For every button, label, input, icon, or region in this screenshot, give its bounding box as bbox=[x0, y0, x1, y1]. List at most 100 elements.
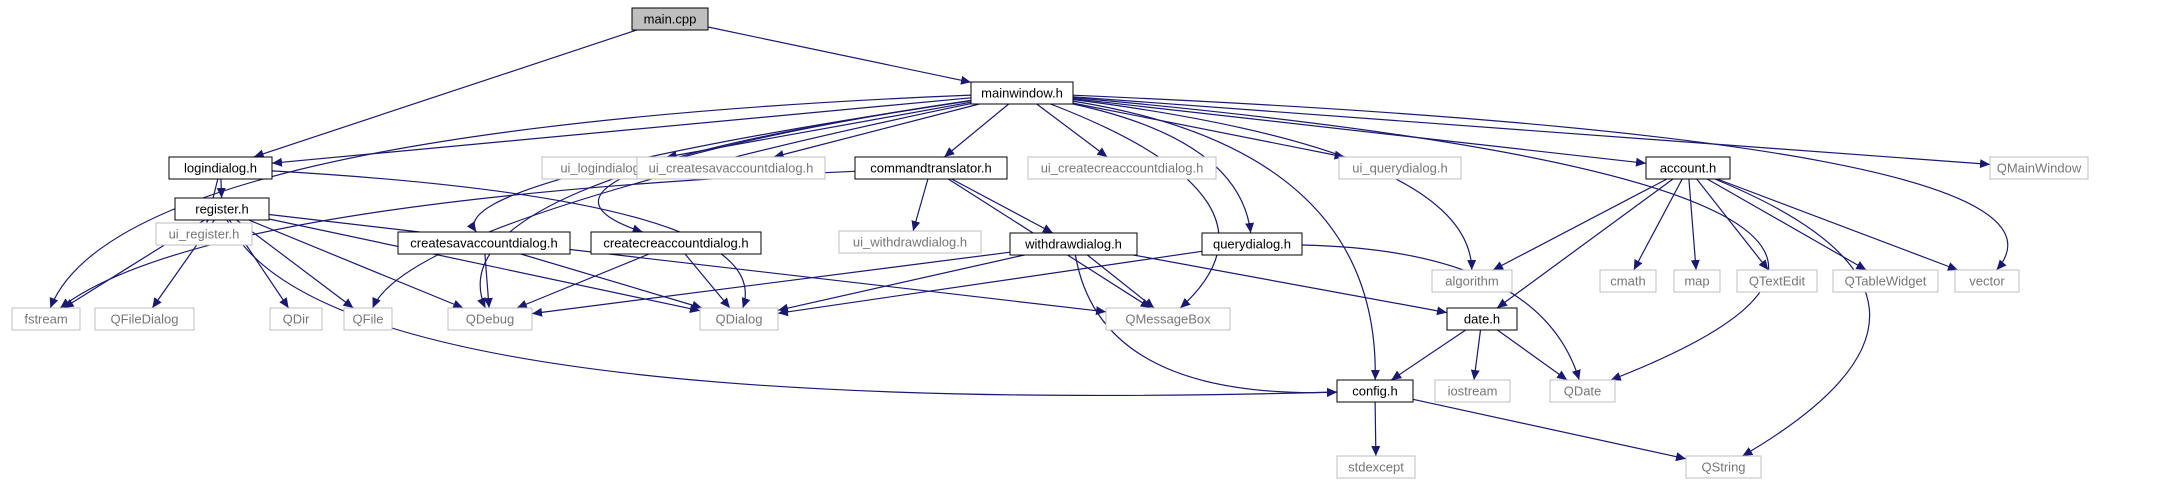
node-label: main.cpp bbox=[644, 12, 697, 27]
node-qdebug: QDebug bbox=[447, 307, 533, 331]
edge-mainwindow-h-to-QMessageBox bbox=[1050, 103, 1220, 309]
edge-commandtranslator-h-to-withdrawdialog-h bbox=[951, 178, 1054, 234]
edge-createsavaccountdialog-h-to-QDialog bbox=[520, 253, 703, 310]
node-box bbox=[343, 307, 393, 331]
node-box bbox=[1599, 269, 1657, 293]
node-box bbox=[168, 156, 273, 180]
edge-querydialog-h-to-QDialog bbox=[777, 250, 1203, 317]
edge-register-h-to-config-h bbox=[226, 219, 1338, 397]
node-label: register.h bbox=[195, 202, 248, 217]
node-account-h[interactable]: account.h bbox=[1645, 156, 1731, 180]
node-date-h[interactable]: date.h bbox=[1446, 307, 1518, 331]
node-label: QTextEdit bbox=[1749, 274, 1806, 289]
edge-commandtranslator-h-to-ui-withdrawdialog-h bbox=[911, 178, 929, 232]
node-box bbox=[1336, 379, 1414, 403]
node-label: ui_register.h bbox=[169, 227, 240, 242]
edge-main-cpp-to-logindialog-h bbox=[253, 29, 637, 159]
edge-date-h-to-iostream bbox=[1470, 329, 1482, 381]
node-qdialog: QDialog bbox=[699, 307, 779, 331]
edge-mainwindow-h-to-querydialog-h bbox=[1072, 103, 1255, 234]
node-label: config.h bbox=[1352, 384, 1398, 399]
node-createsavaccountdialog-h[interactable]: createsavaccountdialog.h bbox=[397, 231, 571, 255]
node-label: map bbox=[1684, 274, 1709, 289]
edge-mainwindow-h-to-ui-createcreaccountdialog-h bbox=[1036, 103, 1108, 158]
edge-mainwindow-h-to-account-h bbox=[1072, 98, 1647, 167]
edge-mainwindow-h-to-fstream bbox=[49, 94, 972, 309]
node-label: fstream bbox=[24, 312, 67, 327]
edge-date-h-to-QDate bbox=[1497, 329, 1568, 381]
node-box bbox=[1338, 156, 1462, 180]
edge-mainwindow-h-to-QDate bbox=[1072, 97, 1770, 381]
node-main-cpp[interactable]: main.cpp bbox=[631, 7, 709, 31]
node-config-h[interactable]: config.h bbox=[1336, 379, 1414, 403]
edge-account-h-to-map bbox=[1688, 178, 1700, 271]
edge-date-h-to-config-h bbox=[1390, 329, 1467, 381]
edge-register-h-to-QDialog bbox=[268, 218, 701, 314]
node-label: withdrawdialog.h bbox=[1024, 237, 1122, 252]
edge-withdrawdialog-h-to-QMessageBox bbox=[1087, 254, 1155, 309]
edge-mainwindow-h-to-commandtranslator-h bbox=[943, 103, 1010, 158]
node-box bbox=[155, 222, 253, 246]
node-label: QTableWidget bbox=[1845, 274, 1927, 289]
node-label: ui_querydialog.h bbox=[1352, 161, 1447, 176]
edge-mainwindow-h-to-vector bbox=[1072, 94, 2009, 271]
node-withdrawdialog-h[interactable]: withdrawdialog.h bbox=[1009, 232, 1138, 256]
node-algorithm: algorithm bbox=[1431, 269, 1513, 293]
edge-register-h-to-QMessageBox bbox=[268, 213, 1107, 316]
node-label: mainwindow.h bbox=[981, 86, 1063, 101]
node-commandtranslator-h[interactable]: commandtranslator.h bbox=[854, 156, 1008, 180]
node-label: querydialog.h bbox=[1213, 237, 1291, 252]
node-label: QString bbox=[1701, 460, 1745, 475]
node-label: date.h bbox=[1464, 312, 1500, 327]
node-qtextedit: QTextEdit bbox=[1736, 269, 1818, 293]
node-label: QMessageBox bbox=[1125, 312, 1211, 327]
node-box bbox=[1954, 269, 2020, 293]
node-logindialog-h[interactable]: logindialog.h bbox=[168, 156, 273, 180]
node-label: vector bbox=[1969, 274, 2005, 289]
node-box bbox=[631, 7, 709, 31]
edge-mainwindow-h-to-QDebug bbox=[477, 99, 972, 309]
node-box bbox=[269, 307, 323, 331]
node-label: QDir bbox=[283, 312, 310, 327]
node-box bbox=[1201, 232, 1303, 256]
edge-account-h-to-vector bbox=[1716, 178, 1959, 271]
node-label: QDate bbox=[1564, 384, 1602, 399]
node-createcreaccountdialog-h[interactable]: createcreaccountdialog.h bbox=[590, 231, 762, 255]
edge-withdrawdialog-h-to-config-h bbox=[1074, 254, 1338, 398]
node-ui-register-h: ui_register.h bbox=[155, 222, 253, 246]
edge-withdrawdialog-h-to-QDebug bbox=[531, 251, 1011, 317]
node-box bbox=[970, 81, 1074, 105]
node-qdate: QDate bbox=[1549, 379, 1616, 403]
node-mainwindow-h[interactable]: mainwindow.h bbox=[970, 81, 1074, 105]
node-box bbox=[1645, 156, 1731, 180]
node-label: stdexcept bbox=[1348, 460, 1404, 475]
node-label: account.h bbox=[1660, 161, 1716, 176]
node-box bbox=[1434, 379, 1511, 403]
node-qfiledialog: QFileDialog bbox=[94, 307, 195, 331]
node-box bbox=[1336, 455, 1416, 479]
node-label: QMainWindow bbox=[1997, 161, 2082, 176]
node-label: createsavaccountdialog.h bbox=[410, 236, 557, 251]
node-cmath: cmath bbox=[1599, 269, 1657, 293]
node-iostream: iostream bbox=[1434, 379, 1511, 403]
node-box bbox=[590, 231, 762, 255]
node-box bbox=[1009, 232, 1138, 256]
node-register-h[interactable]: register.h bbox=[174, 197, 270, 221]
node-querydialog-h[interactable]: querydialog.h bbox=[1201, 232, 1303, 256]
node-ui-querydialog-h: ui_querydialog.h bbox=[1338, 156, 1462, 180]
node-box bbox=[854, 156, 1008, 180]
node-map: map bbox=[1673, 269, 1721, 293]
node-box bbox=[699, 307, 779, 331]
edge-account-h-to-QString bbox=[1714, 178, 1871, 457]
node-qfile: QFile bbox=[343, 307, 393, 331]
edge-mainwindow-h-to-QMainWindow bbox=[1072, 96, 1991, 169]
edge-withdrawdialog-h-to-QDialog bbox=[777, 254, 1025, 313]
edge-account-h-to-cmath bbox=[1633, 178, 1683, 271]
node-box bbox=[1685, 455, 1762, 479]
node-label: cmath bbox=[1610, 274, 1645, 289]
edge-logindialog-h-to-QDialog bbox=[271, 170, 751, 309]
node-qmessagebox: QMessageBox bbox=[1105, 307, 1231, 331]
node-label: QFileDialog bbox=[111, 312, 179, 327]
node-box bbox=[1446, 307, 1518, 331]
